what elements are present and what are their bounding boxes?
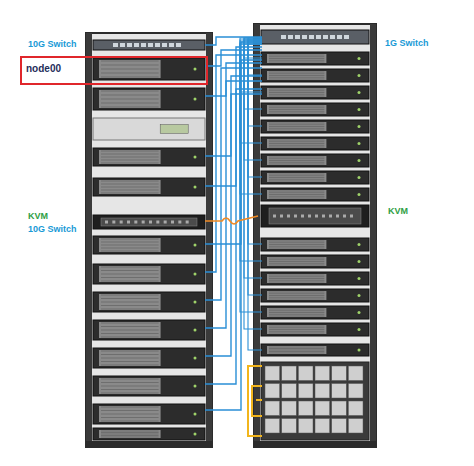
network-cables: [205, 37, 262, 436]
srv-unit: [93, 376, 205, 396]
kvm-unit: [93, 215, 205, 229]
rack-devices: [93, 30, 369, 440]
srv-unit: [93, 264, 205, 284]
storage-unit: [261, 362, 369, 440]
srv-unit: [261, 86, 369, 99]
switch-unit: [93, 40, 205, 50]
device-label: 10G Switch: [28, 40, 77, 50]
device-label: 1G Switch: [385, 39, 429, 49]
light-unit: [93, 118, 205, 140]
srv-unit: [93, 428, 205, 440]
srv-unit: [261, 238, 369, 251]
right-rack-frame: [254, 24, 376, 447]
srv-unit: [93, 348, 205, 368]
srv-unit: [261, 154, 369, 167]
highlight-box: node00: [20, 56, 208, 85]
srv-unit: [261, 344, 369, 356]
device-label: KVM: [28, 212, 48, 222]
srv-unit: [93, 292, 205, 312]
srv-unit: [261, 171, 369, 184]
node-name: node00: [22, 62, 65, 75]
srv-unit: [93, 236, 205, 254]
srv-unit: [261, 289, 369, 302]
srv-unit: [93, 320, 205, 340]
srv-unit: [93, 404, 205, 424]
srv-unit: [93, 88, 205, 110]
srv-unit: [261, 255, 369, 268]
srv-unit: [261, 103, 369, 116]
srv-unit: [261, 137, 369, 150]
srv-unit: [261, 272, 369, 285]
left-rack-frame: [86, 33, 212, 447]
srv-unit: [93, 58, 205, 80]
srv-unit: [261, 120, 369, 133]
srv-unit: [261, 188, 369, 201]
device-label: 10G Switch: [28, 225, 77, 235]
srv-unit: [93, 148, 205, 166]
srv-unit: [261, 52, 369, 65]
srv-unit: [261, 69, 369, 82]
srv-unit: [261, 306, 369, 319]
srv-unit: [261, 323, 369, 336]
kvm-unit: [261, 205, 369, 227]
srv-unit: [93, 178, 205, 196]
device-label: KVM: [388, 207, 408, 217]
switch-unit: [261, 30, 369, 44]
